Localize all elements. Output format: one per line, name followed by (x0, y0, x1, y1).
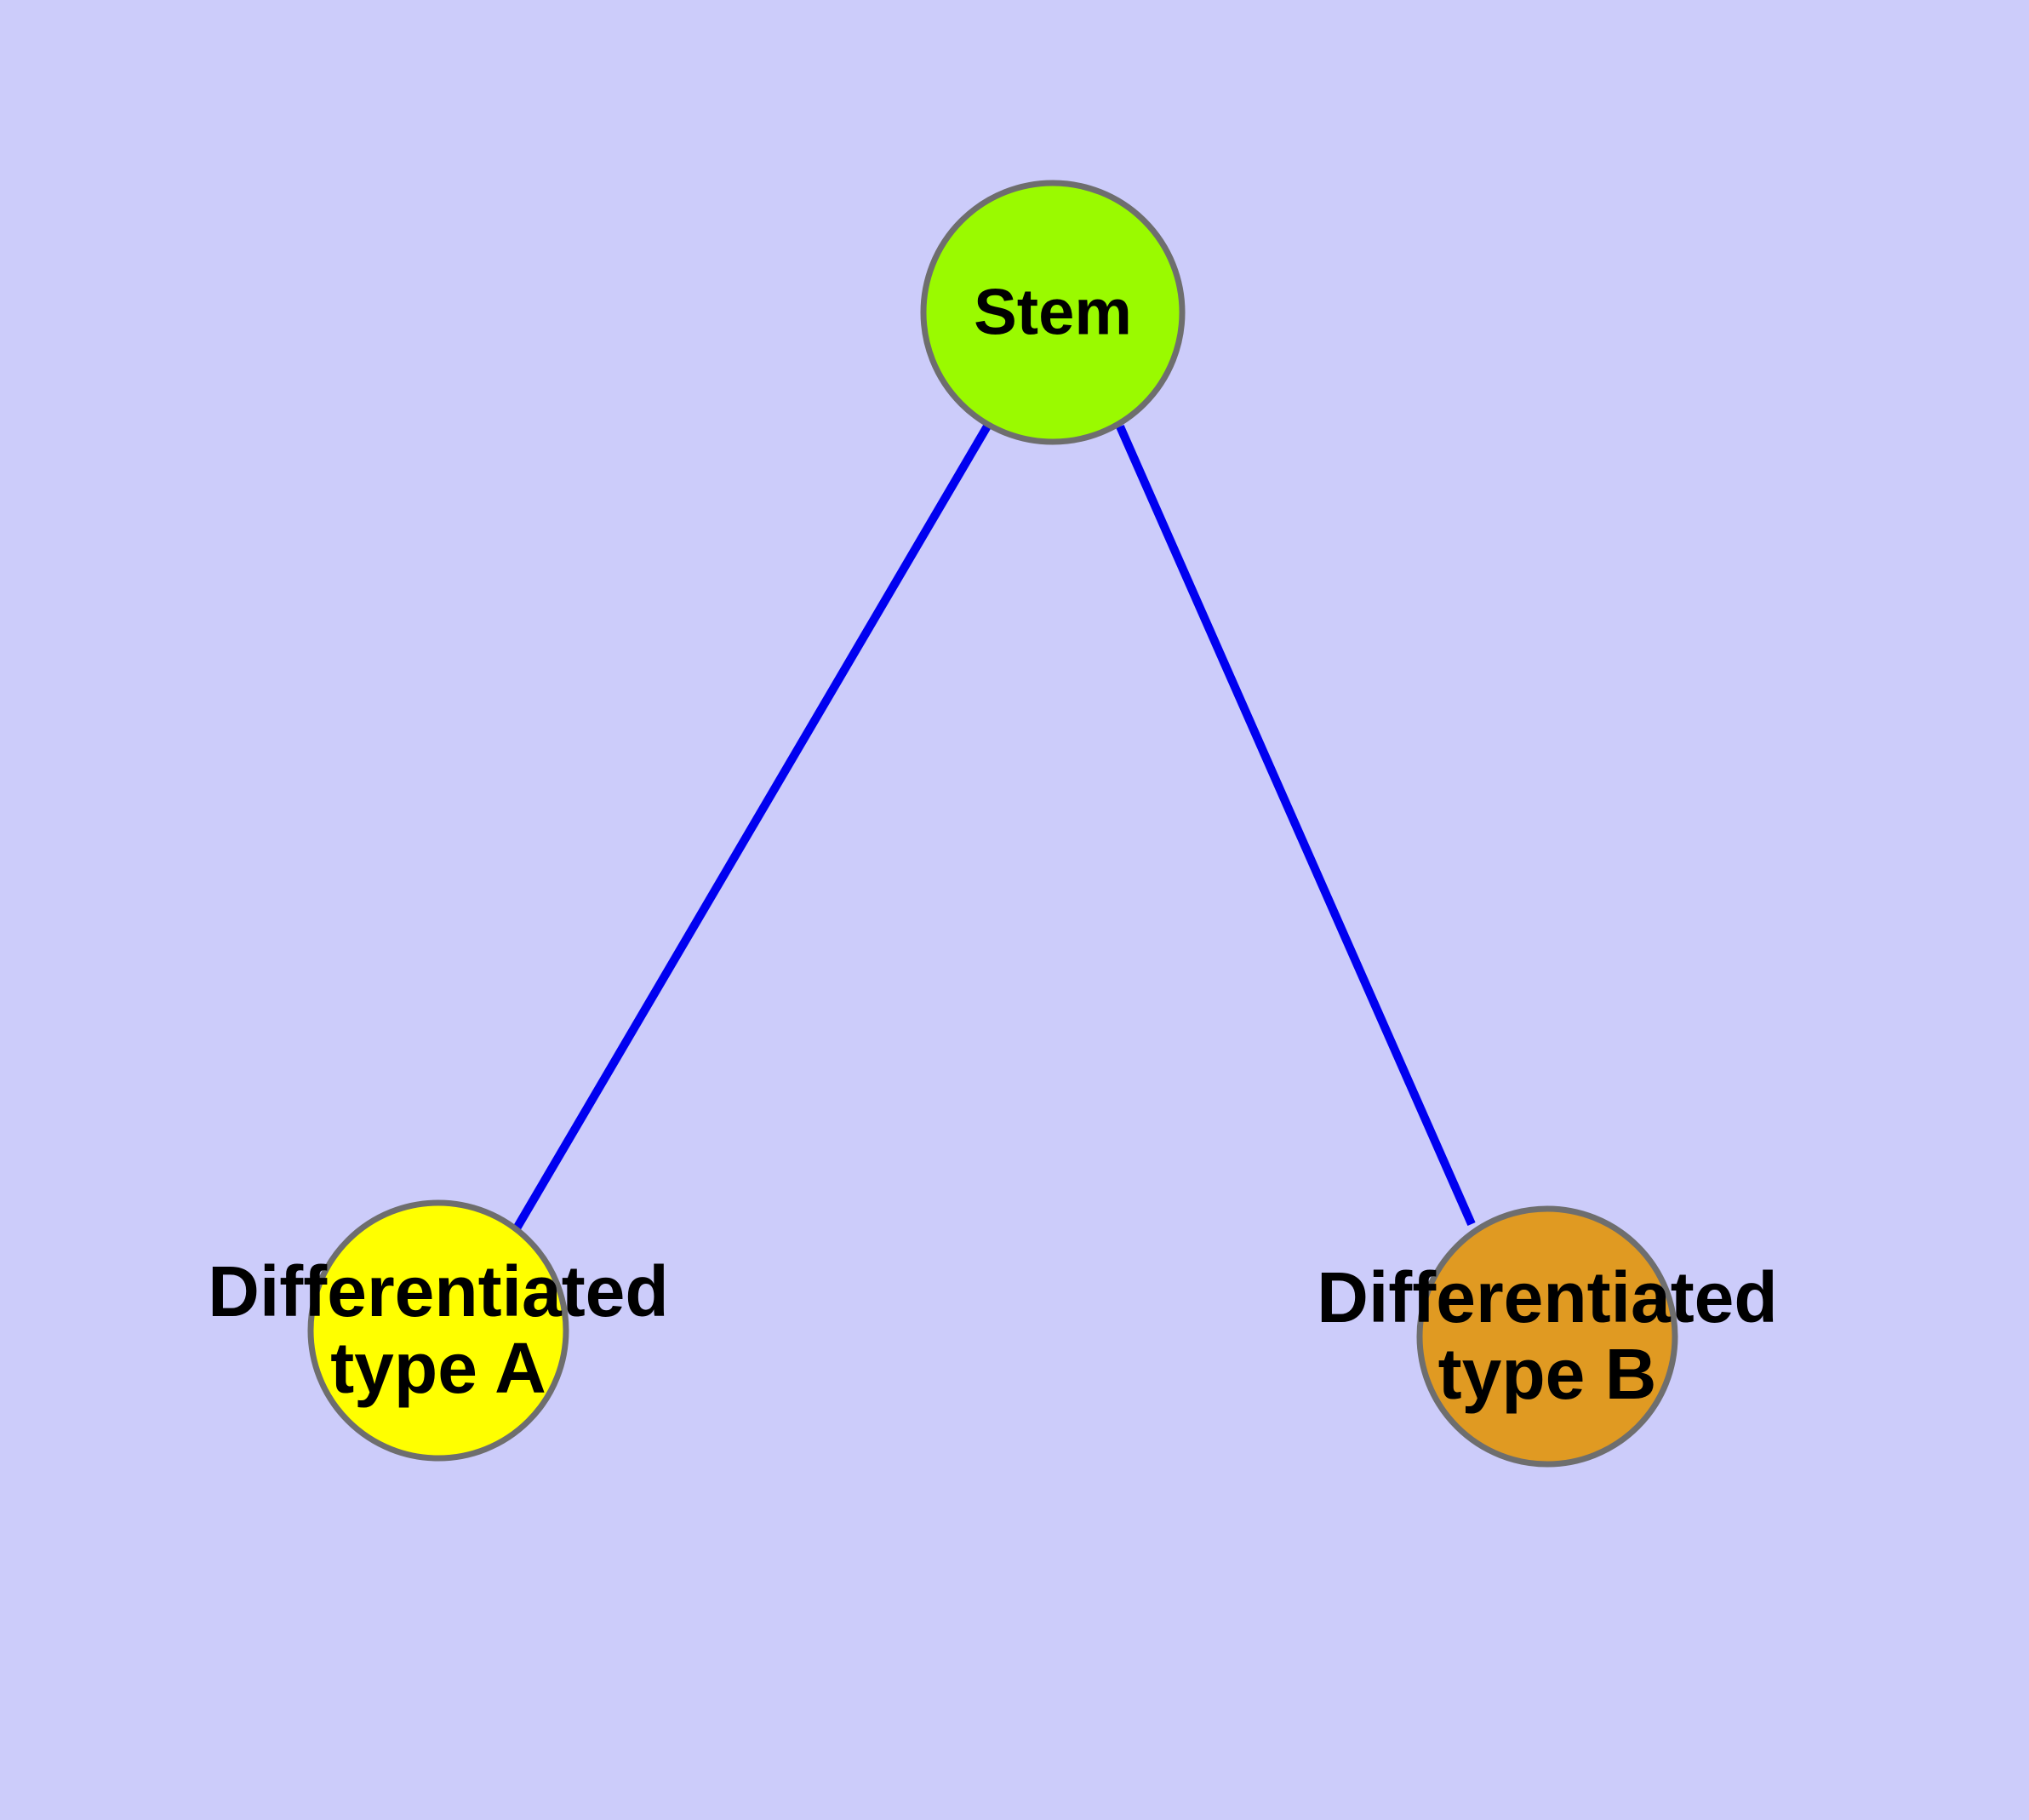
node-layer (307, 180, 1678, 1468)
edge-layer (512, 422, 1476, 1231)
node-diff-a-circle[interactable] (307, 1199, 569, 1462)
node-diff-b-circle[interactable] (1416, 1205, 1678, 1468)
edge-stem-to-diff-b[interactable] (1116, 424, 1476, 1227)
node-stem-circle[interactable] (920, 180, 1186, 445)
edge-stem-to-diff-a[interactable] (512, 422, 992, 1231)
